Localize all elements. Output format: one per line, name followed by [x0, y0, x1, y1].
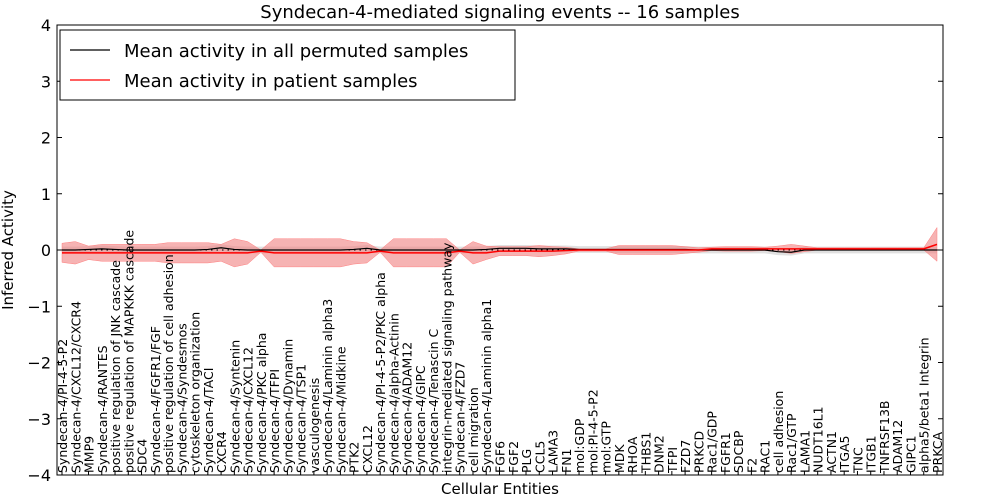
x-tick-label: LAMA1: [797, 430, 812, 473]
x-tick-label: PTK2: [347, 442, 362, 473]
x-tick-label: vasculogenesis: [307, 378, 322, 473]
patient-mean-line: [62, 243, 938, 254]
x-tick-label: Syndecan-4/PI-4-5-P2/PKC alpha: [373, 272, 388, 473]
x-tick-label: TNFRSF13B: [877, 401, 892, 474]
x-tick-label: Rac1/GDP: [705, 411, 720, 473]
x-tick-label: Syndecan-4/Midkine: [333, 346, 348, 473]
x-tick-label: ITGB1: [864, 435, 879, 473]
x-tick-label: alpha5/beta1 Integrin: [917, 337, 932, 473]
y-tick-label: 1: [41, 185, 51, 204]
x-tick-label: CXCL12: [360, 425, 375, 473]
x-tick-label: GIPC1: [903, 435, 918, 473]
x-tick-label: positive regulation of JNK cascade: [108, 260, 123, 473]
y-tick-label: 2: [41, 129, 51, 148]
lines: [57, 243, 943, 254]
x-tick-label: Syndecan-4/TSP1: [294, 364, 309, 473]
y-axis-label: Inferred Activity: [0, 190, 17, 310]
y-tick-label: 4: [41, 16, 51, 35]
y-tick-label: 0: [41, 241, 51, 260]
x-tick-label: cell adhesion: [771, 391, 786, 473]
x-tick-label: LAMA3: [546, 430, 561, 473]
x-tick-label: FGF2: [506, 441, 521, 473]
x-tick-label: integrin-mediated signaling pathway: [439, 242, 454, 473]
x-tick-label: RHOA: [625, 436, 640, 473]
chart-title: Syndecan-4-mediated signaling events -- …: [260, 2, 739, 23]
x-tick-label: Syndecan-4/GIPC: [413, 365, 428, 473]
x-tick-label: FN1: [559, 449, 574, 474]
legend-box: [59, 29, 516, 101]
x-tick-label: FZD7: [678, 440, 693, 473]
x-tick-label: Syndecan-4/CXCL12/CXCR4: [68, 301, 83, 473]
legend-label-permuted: Mean activity in all permuted samples: [124, 41, 468, 62]
x-tick-label: ITGA5: [837, 435, 852, 473]
x-tick-label: Syndecan-4/Laminin alpha1: [479, 299, 494, 473]
x-tick-label: Syndecan-4/CXCL12: [241, 347, 256, 473]
x-tick-label: F2: [744, 458, 759, 473]
x-tick-label: MMP9: [82, 436, 97, 473]
y-tick-label: −1: [27, 297, 51, 316]
y-ticks: −4 −3 −2 −1 0 1 2 3 4: [27, 16, 943, 485]
x-tick-label: Syndecan-4/Laminin alpha3: [320, 299, 335, 473]
x-ticks: Syndecan-4/PI-4-5-P2Syndecan-4/CXCL12/CX…: [55, 230, 945, 475]
x-tick-label: NUDT16L1: [811, 406, 826, 473]
patient-spread-band: [61, 226, 938, 268]
x-tick-label: mol:PI-4-5-P2: [585, 389, 600, 473]
x-tick-label: Syndecan-4/PI-4-5-P2: [55, 339, 70, 473]
x-tick-label: Syndecan-4/FGFR1/FGF: [148, 326, 163, 473]
x-tick-label: TFPI: [665, 447, 680, 474]
x-tick-label: Syndecan-4/ADAM12: [400, 342, 415, 473]
x-tick-label: Syndecan-4/FZD7: [453, 362, 468, 473]
x-tick-label: RAC1: [758, 440, 773, 473]
y-tick-label: −2: [27, 354, 51, 373]
x-tick-label: mol:GTP: [599, 421, 614, 473]
x-tick-label: positive regulation of MAPKKK cascade: [121, 230, 136, 473]
legend-label-patient: Mean activity in patient samples: [124, 71, 418, 92]
x-tick-label: PRKCA: [930, 432, 945, 473]
permuted-mean-line: [62, 247, 937, 253]
y-tick-label: −4: [27, 466, 51, 485]
legend: Mean activity in all permuted samples Me…: [59, 29, 516, 101]
plot-frame: [56, 24, 944, 476]
x-tick-label: Syndecan-4/Tenascin C: [426, 328, 441, 473]
x-tick-label: Syndecan-4/alpha-Actinin: [386, 313, 401, 473]
x-tick-label: Syndecan-4/Dynamin: [280, 339, 295, 473]
x-tick-label: ADAM12: [890, 420, 905, 473]
y-tick-label: −3: [27, 410, 51, 429]
x-tick-label: PRKCD: [691, 431, 706, 473]
x-tick-label: positive regulation of cell adhesion: [161, 254, 176, 473]
x-tick-label: cytoskeleton organization: [188, 312, 203, 473]
x-tick-label: Syndecan-4/Syndesmos: [174, 323, 189, 473]
x-tick-label: Syndecan-4/Syntenin: [227, 340, 242, 473]
x-tick-label: Rac1/GTP: [784, 413, 799, 473]
x-tick-label: Syndecan-4/TFPI: [267, 369, 282, 473]
x-tick-label: MDK: [612, 444, 627, 473]
x-tick-label: SDCBP: [731, 430, 746, 473]
x-tick-label: mol:GDP: [572, 418, 587, 473]
y-tick-label: 3: [41, 72, 51, 91]
x-axis-label: Cellular Entities: [441, 480, 559, 498]
x-tick-label: Syndecan-4/RANTES: [95, 345, 110, 473]
x-tick-label: THBS1: [638, 432, 653, 474]
x-tick-label: CXCR4: [214, 431, 229, 473]
x-tick-label: SDC4: [135, 439, 150, 473]
x-tick-label: CCL5: [532, 441, 547, 473]
x-tick-label: Syndecan-4/TACI: [201, 368, 216, 473]
x-tick-label: TNC: [850, 447, 865, 474]
x-tick-label: DNM2: [652, 435, 667, 473]
bands: [61, 226, 938, 268]
x-tick-label: PLG: [519, 449, 534, 473]
x-tick-label: ACTN1: [824, 431, 839, 473]
x-tick-label: FGF6: [493, 441, 508, 473]
x-tick-label: cell migration: [466, 387, 481, 473]
x-tick-label: Syndecan-4/PKC alpha: [254, 333, 269, 473]
x-tick-label: FGFR1: [718, 432, 733, 473]
